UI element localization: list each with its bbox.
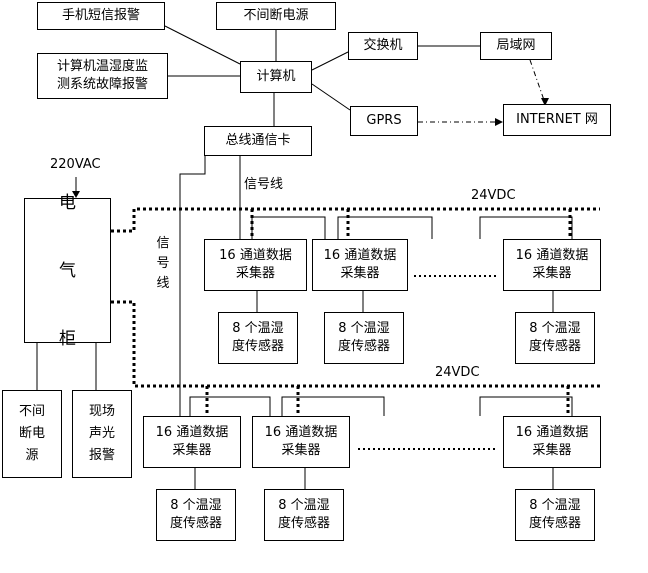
- arrowhead-internet-top: [541, 98, 549, 106]
- sensor-box-2: 8 个温湿 度传感器: [324, 312, 404, 364]
- electrical-cabinet-box: 电 气 柜: [24, 193, 111, 349]
- internet-box: INTERNET 网: [503, 104, 611, 136]
- sensor-text-1: 8 个温湿 度传感器: [231, 321, 284, 354]
- bus-bracket-c5: [281, 396, 385, 416]
- sensor-box-3: 8 个温湿 度传感器: [515, 312, 595, 364]
- sensor-box-1: 8 个温湿 度传感器: [218, 312, 298, 364]
- lan-box: 局域网: [480, 32, 552, 60]
- arrowhead-internet-left: [495, 118, 503, 126]
- vac-label: 220VAC: [50, 157, 101, 172]
- bus-bracket-c3: [479, 216, 573, 239]
- sensor-text-3: 8 个温湿 度传感器: [528, 321, 581, 354]
- sms-alarm-box: 手机短信报警: [37, 2, 165, 30]
- vdc-label-top: 24VDC: [471, 188, 516, 203]
- gprs-text: GPRS: [366, 113, 402, 128]
- link-computer-gprs: [311, 83, 351, 111]
- computer-text: 计算机: [256, 69, 296, 84]
- sensor-text-4: 8 个温湿 度传感器: [169, 498, 222, 531]
- bus-bracket-c2: [337, 216, 433, 239]
- collector-box-2: 16 通道数据 采集器: [312, 239, 408, 291]
- ups-top-box: 不间断电源: [216, 2, 336, 30]
- vdc-label-bottom: 24VDC: [435, 365, 480, 380]
- monitor-fault-text: 计算机温湿度监 测系统故障报警: [56, 59, 148, 92]
- sensor-box-5: 8 个温湿 度传感器: [264, 489, 344, 541]
- sensor-text-6: 8 个温湿 度传感器: [528, 498, 581, 531]
- signal-line-label-vertical: 信 号 线: [156, 236, 170, 291]
- power-bus-top: [111, 207, 600, 233]
- switch-text: 交换机: [363, 38, 403, 53]
- sound-light-alarm-box: 现场 声光 报警: [72, 390, 132, 478]
- link-sms-computer: [164, 25, 241, 65]
- monitor-fault-box: 计算机温湿度监 测系统故障报警: [37, 53, 168, 99]
- collector-box-6: 16 通道数据 采集器: [503, 416, 601, 468]
- sensor-text-2: 8 个温湿 度传感器: [337, 321, 390, 354]
- collector-box-3: 16 通道数据 采集器: [503, 239, 601, 291]
- collector-text-6: 16 通道数据 采集器: [515, 425, 589, 458]
- ups-top-text: 不间断电源: [243, 8, 309, 23]
- dashed-lan-internet: [529, 59, 546, 104]
- collector-text-5: 16 通道数据 采集器: [264, 425, 338, 458]
- collector-text-4: 16 通道数据 采集器: [155, 425, 229, 458]
- switch-box: 交换机: [348, 32, 418, 60]
- electrical-cabinet-text: 电 气 柜: [59, 192, 76, 349]
- bus-bracket-c4: [189, 396, 271, 416]
- internet-text: INTERNET 网: [516, 112, 598, 127]
- ups-bottom-text: 不间 断电 源: [18, 404, 45, 463]
- signal-line-label-horizontal: 信号线: [244, 177, 284, 192]
- sound-light-alarm-text: 现场 声光 报警: [88, 404, 115, 463]
- bus-bracket-c6: [479, 396, 573, 416]
- sensor-box-4: 8 个温湿 度传感器: [156, 489, 236, 541]
- arrowhead-vac: [72, 191, 80, 198]
- sms-alarm-text: 手机短信报警: [61, 8, 140, 23]
- collector-text-3: 16 通道数据 采集器: [515, 248, 589, 281]
- signal-line-collector-row2: [179, 156, 206, 416]
- collector-text-1: 16 通道数据 采集器: [219, 248, 292, 281]
- bus-card-box: 总线通信卡: [204, 126, 312, 156]
- computer-box: 计算机: [240, 61, 312, 93]
- collector-text-2: 16 通道数据 采集器: [323, 248, 397, 281]
- bus-card-text: 总线通信卡: [225, 133, 291, 148]
- collector-box-4: 16 通道数据 采集器: [143, 416, 241, 468]
- bus-bracket-c1: [251, 216, 326, 239]
- ups-bottom-box: 不间 断电 源: [2, 390, 62, 478]
- link-computer-switch: [311, 51, 349, 71]
- collector-box-5: 16 通道数据 采集器: [252, 416, 350, 468]
- lan-text: 局域网: [496, 38, 536, 53]
- gprs-box: GPRS: [350, 106, 418, 136]
- collector-box-1: 16 通道数据 采集器: [204, 239, 307, 291]
- sensor-text-5: 8 个温湿 度传感器: [277, 498, 330, 531]
- sensor-box-6: 8 个温湿 度传感器: [515, 489, 595, 541]
